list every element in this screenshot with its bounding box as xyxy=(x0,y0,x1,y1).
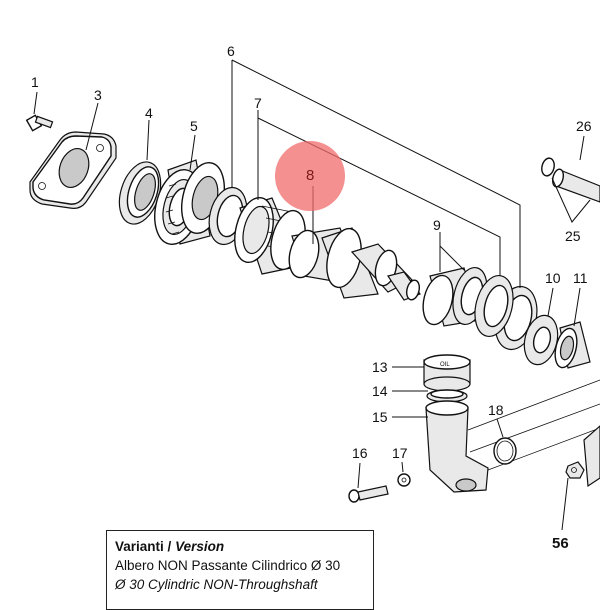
label-25: 25 xyxy=(565,228,581,244)
legend-line-en: Ø 30 Cylindric NON-Throughshaft xyxy=(115,577,318,592)
oil-cap-text: OIL xyxy=(440,362,450,368)
label-16: 16 xyxy=(352,445,368,461)
part-25-ring[interactable] xyxy=(540,157,556,177)
label-9: 9 xyxy=(433,217,441,233)
label-56: 56 xyxy=(552,535,569,552)
legend-title-sep: / xyxy=(167,539,172,554)
label-3: 3 xyxy=(94,87,102,103)
label-7: 7 xyxy=(254,95,262,111)
part-13-oil-cap[interactable]: OIL xyxy=(423,354,471,392)
label-6: 6 xyxy=(227,43,235,59)
label-1: 1 xyxy=(31,74,39,90)
part-14-gasket[interactable] xyxy=(426,389,468,403)
label-26: 26 xyxy=(576,118,592,134)
label-8: 8 xyxy=(306,167,314,184)
label-14: 14 xyxy=(372,383,388,399)
label-13: 13 xyxy=(372,359,388,375)
part-1-bolt[interactable] xyxy=(25,114,54,132)
part-18-o-ring[interactable] xyxy=(493,437,517,465)
label-17: 17 xyxy=(392,445,408,461)
legend-title-en: Version xyxy=(175,539,225,554)
part-26-pin[interactable] xyxy=(551,168,600,203)
part-15-oil-filler[interactable] xyxy=(425,400,489,493)
part-8-shaft[interactable] xyxy=(285,225,422,301)
label-10: 10 xyxy=(545,270,561,286)
legend-title-it: Varianti xyxy=(115,539,164,554)
legend-line-it: Albero NON Passante Cilindrico Ø 30 xyxy=(115,558,341,573)
legend-title: Varianti / Version xyxy=(115,537,365,556)
part-16-screw[interactable] xyxy=(348,485,389,503)
label-15: 15 xyxy=(372,409,388,425)
highlight-marker[interactable] xyxy=(275,141,345,211)
label-18: 18 xyxy=(488,402,504,418)
part-7-sleeve[interactable] xyxy=(229,194,311,275)
part-56-nut[interactable] xyxy=(565,461,585,479)
part-3-flange[interactable] xyxy=(29,131,117,209)
label-11: 11 xyxy=(573,270,588,286)
part-5-bearing[interactable] xyxy=(147,158,231,249)
part-11-bushing[interactable] xyxy=(551,321,591,370)
part-17-washer[interactable] xyxy=(397,473,411,487)
part-9-bearings[interactable] xyxy=(418,264,519,340)
version-legend: Varianti / Version Albero NON Passante C… xyxy=(106,530,374,610)
label-5: 5 xyxy=(190,118,198,134)
label-4: 4 xyxy=(145,105,153,121)
